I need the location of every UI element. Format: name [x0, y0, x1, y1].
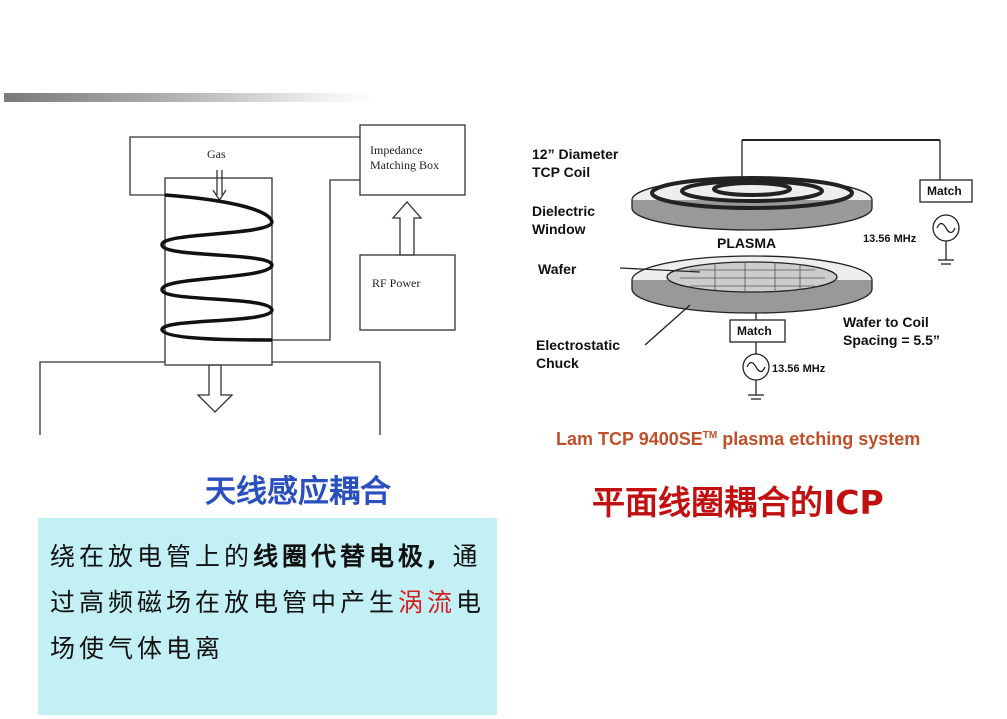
- coil-label-1: 12” Diameter: [532, 146, 619, 162]
- rf-power-label: RF Power: [372, 276, 421, 290]
- header-divider-bar: [4, 93, 374, 102]
- plasma-label: PLASMA: [717, 235, 777, 251]
- wafer: [666, 261, 838, 293]
- dielectric-label-1: Dielectric: [532, 203, 596, 219]
- match-top-label: Match: [927, 184, 962, 198]
- chuck-label-2: Chuck: [536, 355, 579, 371]
- desc-seg5: 电场使气体电离: [50, 588, 486, 663]
- match-bottom-label: Match: [737, 324, 772, 338]
- freq-top-label: 13.56 MHz: [863, 233, 917, 245]
- chuck-label-1: Electrostatic: [536, 337, 621, 353]
- spacing-label-2: Spacing = 5.5”: [843, 332, 940, 348]
- left-icp-diagram: [39, 124, 466, 435]
- spacing-label-1: Wafer to Coil: [843, 314, 929, 330]
- desc-seg1: 绕在放电管上的: [50, 542, 254, 571]
- wafer-label: Wafer: [538, 261, 577, 277]
- description-box: 绕在放电管上的线圈代替电极, 通过高频磁场在放电管中产生涡流电场使气体电离: [38, 518, 497, 715]
- impedance-label-2: Matching Box: [370, 158, 439, 172]
- caption-tm: TM: [702, 430, 718, 441]
- left-title: 天线感应耦合: [205, 474, 391, 510]
- match-box-bottom: [729, 319, 786, 343]
- figure-caption: Lam TCP 9400SETM plasma etching system: [556, 429, 920, 450]
- up-arrow: [391, 201, 423, 256]
- desc-bold: 线圈代替电极,: [253, 542, 441, 571]
- match-box-top: [919, 179, 973, 203]
- coil-label-2: TCP Coil: [532, 164, 591, 180]
- desc-seg3: 通过高频磁场在放电管中产生: [50, 542, 482, 617]
- right-tcp-diagram: [619, 139, 973, 400]
- coil: [160, 193, 274, 342]
- dielectric-label-2: Window: [532, 221, 586, 237]
- description-text: 绕在放电管上的线圈代替电极, 通过高频磁场在放电管中产生涡流电场使气体电离: [38, 518, 497, 672]
- desc-red: 涡流: [398, 588, 457, 617]
- wire-bottom: [272, 179, 360, 341]
- impedance-label-1: Impedance: [370, 143, 423, 157]
- freq-bottom-label: 13.56 MHz: [772, 363, 826, 375]
- wire-top: [129, 136, 360, 196]
- output-arrow: [196, 364, 234, 413]
- right-title: 平面线圈耦合的ICP: [592, 483, 884, 522]
- gas-label: Gas: [207, 147, 226, 161]
- caption-rest: plasma etching system: [717, 429, 921, 449]
- rf-power-box: [359, 254, 456, 331]
- caption-main: Lam TCP 9400SE: [556, 429, 703, 449]
- impedance-box: [359, 124, 466, 196]
